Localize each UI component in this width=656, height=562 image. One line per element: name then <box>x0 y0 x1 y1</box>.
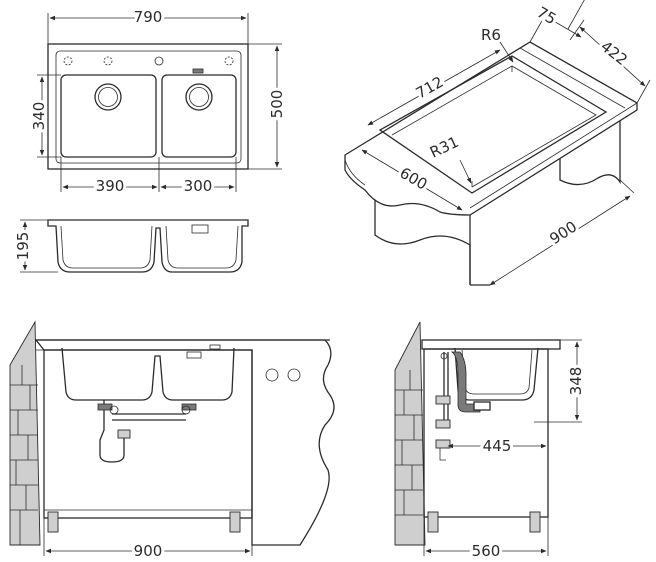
dim-right-bowl: 300 <box>184 177 213 195</box>
left-bowl <box>60 74 157 158</box>
section-view: 195 <box>11 219 249 273</box>
dim-side-drain-offset: 445 <box>483 437 512 455</box>
isometric-view: 75 422 R6 712 R31 600 900 <box>344 0 651 286</box>
front-elevation: 900 <box>9 320 335 562</box>
dim-top-width: 790 <box>134 8 163 26</box>
dim-iso-cutout-width: 422 <box>597 37 631 69</box>
dim-side-sink-height: 348 <box>567 367 585 396</box>
dim-top-height: 500 <box>268 90 286 119</box>
dim-iso-edge-offset: 75 <box>534 3 560 28</box>
dim-side-cabinet-depth: 560 <box>472 542 501 560</box>
dim-iso-radius-small: R6 <box>481 26 501 44</box>
dim-iso-cabinet-length: 900 <box>546 217 580 248</box>
dim-left-bowl: 390 <box>96 177 125 195</box>
right-drain <box>185 83 213 111</box>
top-view: 790 500 340 390 300 <box>27 5 289 198</box>
dim-section-depth: 195 <box>14 232 32 261</box>
dim-bowl-height: 340 <box>30 102 48 131</box>
dim-front-cabinet-width: 900 <box>134 542 163 560</box>
right-bowl <box>161 74 237 158</box>
left-drain <box>94 83 122 111</box>
side-elevation: 348 445 560 <box>394 321 588 562</box>
